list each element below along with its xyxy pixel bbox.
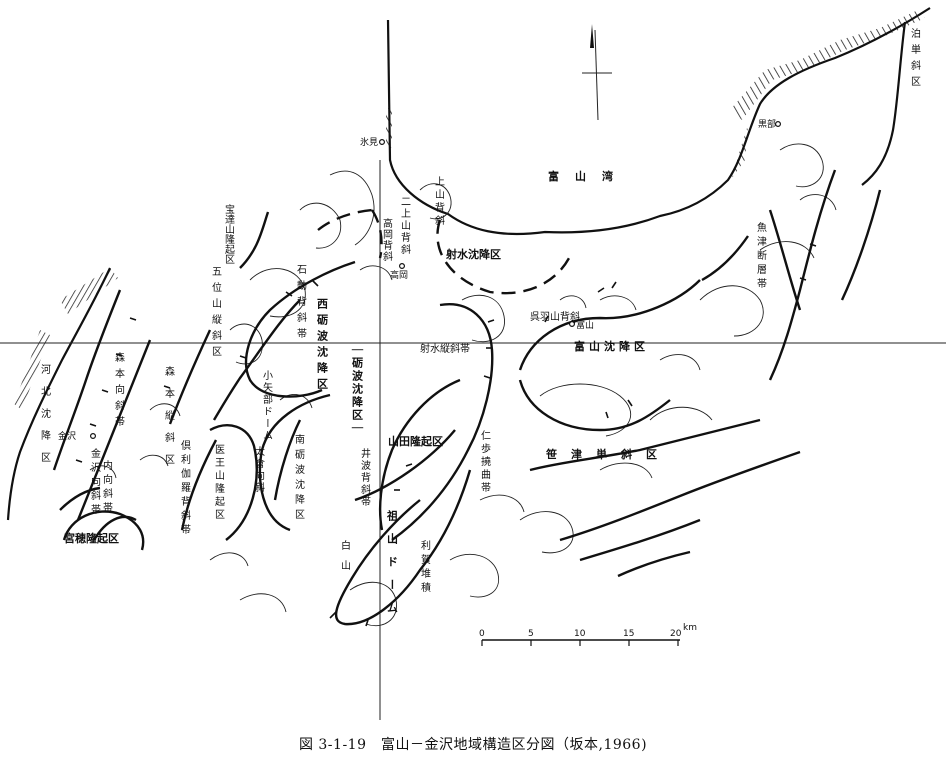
scale-label-15: 15 (623, 629, 634, 639)
fault-ticks (75, 243, 817, 627)
fold-axes (52, 169, 882, 626)
label-sasazu-monocline: 笹津単斜区 (546, 447, 671, 461)
grid-lines (0, 29, 946, 720)
label-goichi-syncline: 五位山縦斜区 (210, 266, 222, 362)
label-oyabe-dome: 小矢部ドーム (261, 370, 273, 442)
label-toyama-subsidence: 富山沈降区 (574, 339, 649, 353)
label-so-dome: 祖山ドーム (386, 509, 400, 625)
label-hakusan: 白山 (339, 539, 350, 580)
label-kamikazari: 上山背斜 (433, 176, 445, 228)
label-kuria: 倶利伽羅背斜帯 (179, 439, 191, 538)
label-nanto-zone: 井波背斜帯 (359, 447, 371, 508)
region-labels-vertical: 宝達山隆起区 五位山縦斜区 西砺波沈降区 ｜砺波沈降区｜ 石動背斜帯 河北沈降区… (39, 28, 921, 625)
label-imizu-subsidence: 射水沈降区 (445, 247, 501, 261)
label-hodatsu-uplift: 宝達山隆起区 (223, 203, 235, 264)
label-morimoto-monocline: 森本縦斜区 (163, 365, 175, 476)
place-kanazawa: 金沢 (58, 430, 76, 442)
scale-label-5: 5 (528, 629, 534, 639)
scale-bar: 0 5 10 15 20 km (479, 623, 697, 646)
label-morimoto-zone: 森本向斜帯 (113, 351, 125, 432)
place-names: 氷見 高岡 富山 金沢 黒部 (58, 118, 776, 442)
imizu-dashed-boundary (317, 208, 574, 295)
label-iou-uplift: 医王山隆起区 (213, 444, 225, 522)
uplift-loops (62, 424, 258, 551)
geology-contours (89, 143, 837, 627)
label-nishi-tonami: 西砺波沈降区 (316, 298, 330, 394)
label-toga-basin: 利賀堆積 (419, 540, 431, 596)
label-imizu-syncline-zone: 射水縦斜帯 (420, 342, 470, 355)
label-kahoku-subsidence: 河北沈降区 (39, 364, 51, 474)
label-tomari-monocline: 泊単斜区 (909, 28, 921, 92)
scale-label-20: 20 (670, 629, 682, 639)
label-kanazawa-anticline: 金沢向斜帯 (89, 447, 101, 518)
place-toyama: 富山 (576, 319, 594, 331)
north-arrow-icon (590, 24, 594, 48)
label-yugawa: 内向斜帯 (101, 459, 113, 516)
place-kurobe: 黒部 (758, 118, 776, 130)
scale-unit: km (683, 623, 697, 633)
label-minami-tonami: 南砺波沈降区 (293, 433, 305, 524)
label-fujihashi-fault: 仁歩撓曲帯 (479, 430, 491, 495)
label-ishido: 石動背斜帯 (295, 264, 307, 344)
label-takaoka-tsunagi: 高岡背斜 (381, 217, 393, 262)
label-toyama-bay: 富山湾 (548, 169, 629, 183)
scale-label-0: 0 (479, 629, 485, 639)
label-tonami-subsidence: ｜砺波沈降区｜ (351, 344, 365, 435)
label-fukumitsu-uplift: 宮穂隆起区 (64, 531, 119, 545)
figure-caption: 図 3-1-19 富山－金沢地域構造区分図（坂本,1966) (298, 737, 648, 753)
label-uozu-fault: 魚津断層帯 (755, 221, 767, 292)
place-takaoka: 高岡 (390, 269, 408, 281)
region-labels-horizontal: 富山湾 射水沈降区 富山沈降区 山田隆起区 笹津単斜区 宮穂隆起区 射水縦斜帯 … (64, 169, 671, 545)
place-markers (89, 120, 781, 440)
label-futagami-zone: 二上山背斜 (399, 196, 411, 256)
coastline (6, 7, 931, 521)
label-taikobe-zone: 太倉向斜 (253, 445, 265, 494)
label-yamada-uplift: 山田隆起区 (388, 434, 443, 448)
label-kureha: 呉羽山背斜 (530, 310, 580, 323)
scale-label-10: 10 (574, 629, 586, 639)
place-himi: 氷見 (360, 136, 378, 148)
